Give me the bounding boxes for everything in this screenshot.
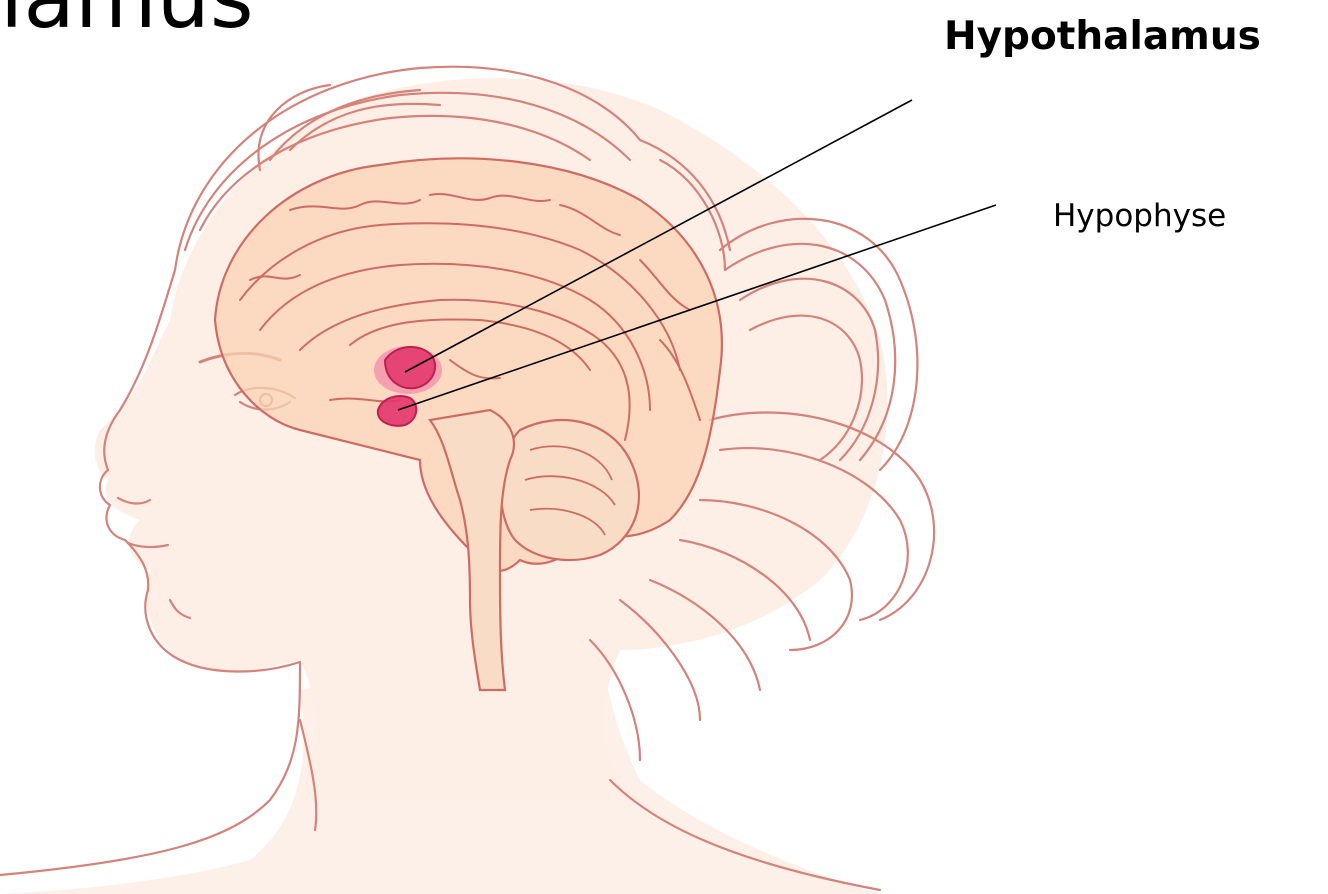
hypothalamus-label: Hypothalamus <box>944 14 1261 61</box>
hypophyse-highlight <box>378 396 416 426</box>
hypophyse-label: Hypophyse <box>1053 198 1226 235</box>
